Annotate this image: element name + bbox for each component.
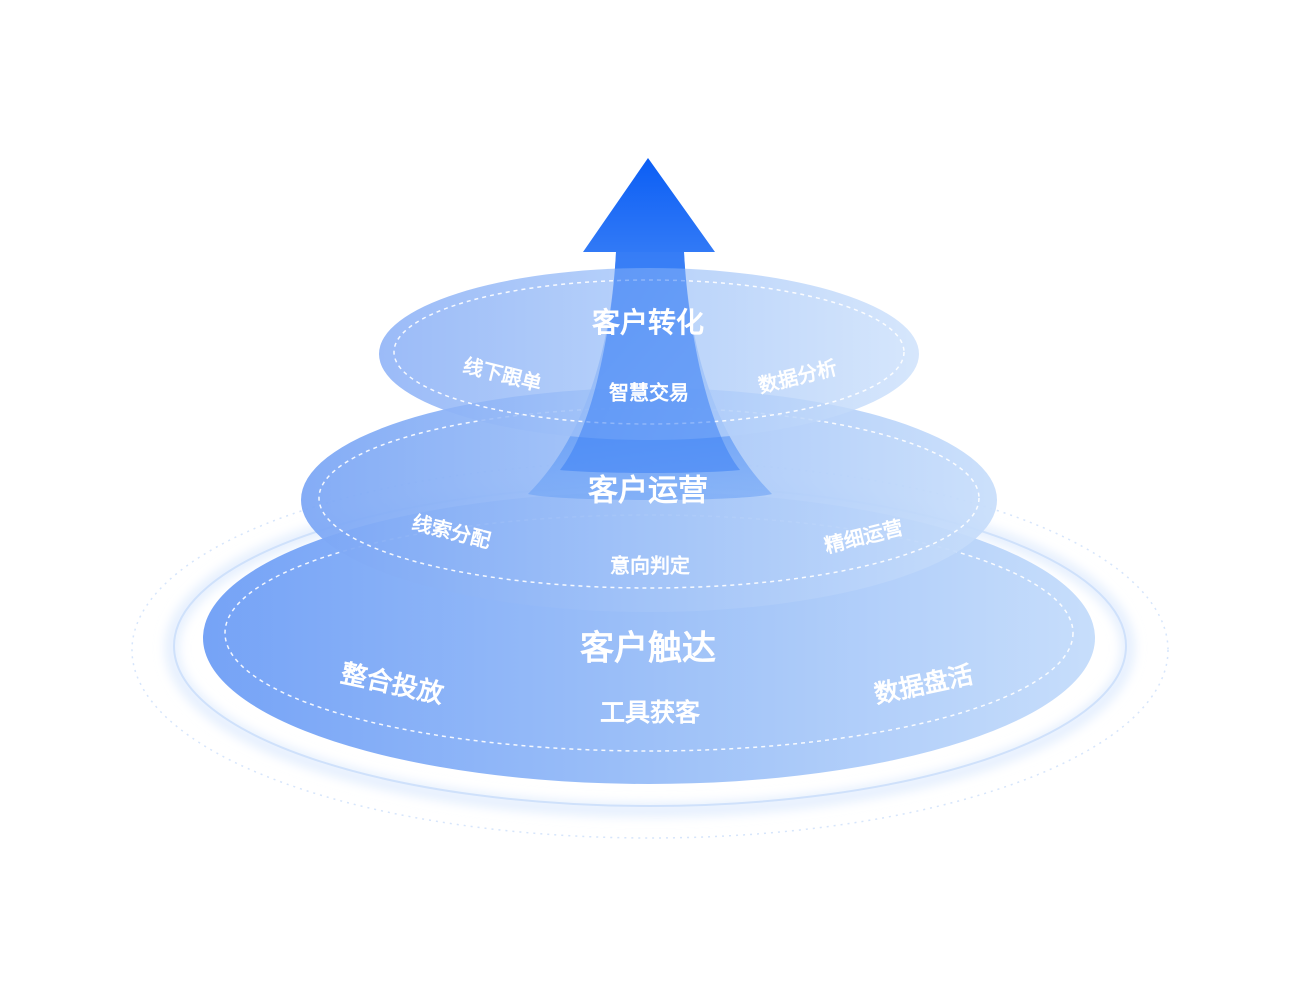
outer-ring-dotted: [131, 461, 1169, 839]
layer-middle-title: 客户运营: [588, 474, 708, 509]
layer-bottom-dashed-ring: [224, 514, 1074, 752]
layer-bottom-item-center: 工具获客: [600, 698, 700, 727]
layer-bottom-title: 客户触达: [580, 629, 716, 669]
layer-middle-dashed-ring: [318, 407, 980, 589]
layer-middle-item-center: 意向判定: [610, 554, 690, 578]
layer-top-item-center: 智慧交易: [609, 381, 689, 405]
layer-top-title: 客户转化: [592, 306, 704, 339]
layer-middle-disc: [301, 388, 997, 612]
layer-top-dashed-ring: [393, 279, 905, 425]
arrow-shaft-overlay: [560, 252, 740, 473]
